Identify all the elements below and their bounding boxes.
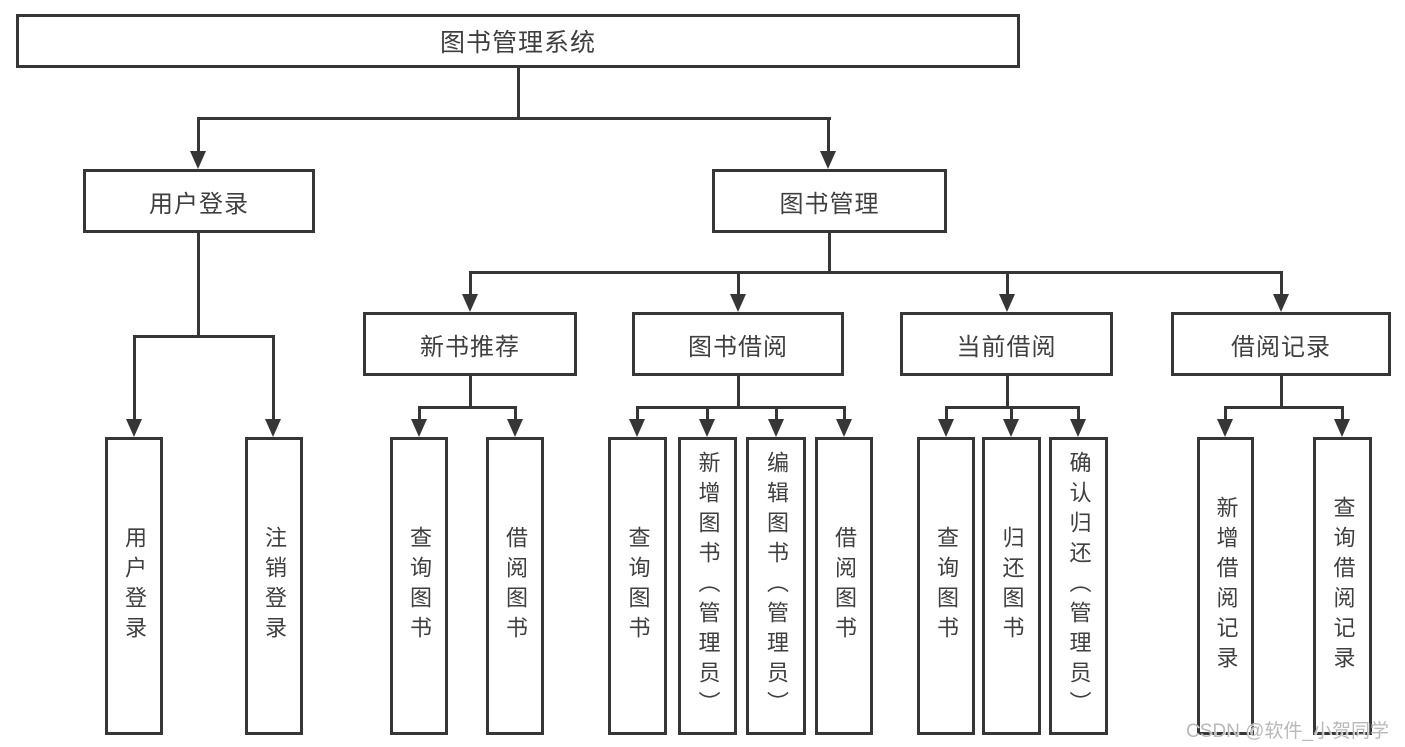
arrow-down-icon bbox=[820, 151, 836, 169]
csdn-watermark: CSDN @软件_小贺同学 bbox=[1186, 721, 1389, 742]
leaf-query-books-recommend-label: 查询图书 bbox=[407, 526, 432, 646]
connector-line bbox=[827, 117, 830, 155]
connector-line bbox=[418, 406, 421, 423]
arrow-down-icon bbox=[1070, 419, 1086, 437]
leaf-query-borrow-record-label: 查询借阅记录 bbox=[1330, 496, 1356, 676]
arrow-down-icon bbox=[629, 419, 645, 437]
arrow-down-icon bbox=[462, 294, 478, 312]
arrow-down-icon bbox=[1217, 419, 1233, 437]
connector-line bbox=[945, 406, 948, 423]
leaf-return-books: 归还图书 bbox=[982, 437, 1041, 735]
leaf-confirm-return-admin-label: 确认归还（管理员） bbox=[1066, 451, 1092, 721]
node-book-borrowing: 图书借阅 bbox=[632, 312, 844, 376]
leaf-query-books-recommend: 查询图书 bbox=[390, 437, 448, 735]
leaf-edit-books-admin: 编辑图书（管理员） bbox=[746, 437, 806, 735]
node-user-login: 用户登录 bbox=[83, 169, 315, 233]
leaf-query-books-borrowing: 查询图书 bbox=[608, 437, 667, 735]
connector-line bbox=[737, 271, 740, 298]
leaf-add-books-admin: 新增图书（管理员） bbox=[678, 437, 737, 735]
leaf-logout: 注销登录 bbox=[245, 437, 303, 735]
connector-line bbox=[133, 335, 136, 423]
connector-line bbox=[1341, 406, 1344, 423]
arrow-down-icon bbox=[265, 419, 281, 437]
connector-line bbox=[418, 406, 517, 409]
node-borrowing-records: 借阅记录 bbox=[1171, 312, 1391, 376]
connector-line bbox=[133, 335, 275, 338]
node-book-management: 图书管理 bbox=[712, 169, 947, 233]
leaf-edit-books-admin-label: 编辑图书（管理员） bbox=[764, 451, 789, 721]
arrow-down-icon bbox=[1334, 419, 1350, 437]
leaf-borrow-books: 借阅图书 bbox=[815, 437, 873, 735]
connector-line bbox=[636, 406, 639, 423]
node-current-borrowing: 当前借阅 bbox=[900, 312, 1113, 376]
arrow-down-icon bbox=[836, 419, 852, 437]
node-library-management-system: 图书管理系统 bbox=[16, 14, 1020, 68]
arrow-down-icon bbox=[411, 419, 427, 437]
connector-line bbox=[469, 271, 1282, 274]
connector-line bbox=[828, 233, 831, 273]
leaf-borrow-books-recommend: 借阅图书 bbox=[486, 437, 544, 735]
connector-line bbox=[1010, 406, 1013, 423]
connector-line bbox=[197, 117, 831, 120]
connector-line bbox=[514, 406, 517, 423]
connector-line bbox=[1280, 376, 1283, 408]
connector-line bbox=[1006, 376, 1009, 408]
connector-line bbox=[197, 117, 200, 155]
leaf-add-borrow-record-label: 新增借阅记录 bbox=[1213, 496, 1239, 676]
leaf-query-borrow-record: 查询借阅记录 bbox=[1313, 437, 1372, 735]
arrow-down-icon bbox=[938, 419, 954, 437]
arrow-down-icon bbox=[699, 419, 715, 437]
node-library-management-system-label: 图书管理系统 bbox=[439, 29, 596, 57]
leaf-user-login: 用户登录 bbox=[105, 437, 163, 735]
connector-line bbox=[1077, 406, 1080, 423]
leaf-logout-label: 注销登录 bbox=[262, 526, 287, 646]
leaf-query-books-borrowing-label: 查询图书 bbox=[625, 526, 651, 646]
connector-line bbox=[197, 233, 200, 336]
leaf-query-books-current: 查询图书 bbox=[917, 437, 975, 735]
arrow-down-icon bbox=[507, 419, 523, 437]
connector-line bbox=[517, 66, 520, 118]
arrow-down-icon bbox=[730, 294, 746, 312]
leaf-borrow-books-label: 借阅图书 bbox=[832, 526, 857, 646]
node-new-book-recommend-label: 新书推荐 bbox=[420, 333, 520, 361]
arrow-down-icon bbox=[126, 419, 142, 437]
connector-line bbox=[775, 406, 778, 423]
arrow-down-icon bbox=[190, 151, 206, 169]
arrow-down-icon bbox=[1003, 419, 1019, 437]
connector-line bbox=[706, 406, 709, 423]
leaf-user-login-label: 用户登录 bbox=[122, 526, 147, 646]
connector-line bbox=[469, 271, 472, 298]
leaf-borrow-books-recommend-label: 借阅图书 bbox=[503, 526, 528, 646]
connector-line bbox=[843, 406, 846, 423]
arrow-down-icon bbox=[768, 419, 784, 437]
node-borrowing-records-label: 借阅记录 bbox=[1231, 333, 1331, 361]
leaf-add-books-admin-label: 新增图书（管理员） bbox=[695, 451, 721, 721]
node-current-borrowing-label: 当前借阅 bbox=[956, 333, 1057, 361]
leaf-return-books-label: 归还图书 bbox=[999, 526, 1025, 646]
connector-line bbox=[636, 406, 846, 409]
node-book-borrowing-label: 图书借阅 bbox=[688, 333, 788, 361]
leaf-confirm-return-admin: 确认归还（管理员） bbox=[1049, 437, 1108, 735]
arrow-down-icon bbox=[1273, 294, 1289, 312]
leaf-add-borrow-record: 新增借阅记录 bbox=[1197, 437, 1254, 735]
node-new-book-recommend: 新书推荐 bbox=[363, 312, 577, 376]
node-book-management-label: 图书管理 bbox=[779, 190, 880, 218]
leaf-query-books-current-label: 查询图书 bbox=[934, 526, 959, 646]
connector-line bbox=[1224, 406, 1227, 423]
connector-line bbox=[1280, 271, 1283, 298]
arrow-down-icon bbox=[999, 294, 1015, 312]
connector-line bbox=[469, 376, 472, 408]
connector-line bbox=[1006, 271, 1009, 298]
connector-line bbox=[737, 376, 740, 408]
connector-line bbox=[1224, 406, 1343, 409]
connector-line bbox=[272, 335, 275, 423]
node-user-login-label: 用户登录 bbox=[149, 190, 249, 218]
